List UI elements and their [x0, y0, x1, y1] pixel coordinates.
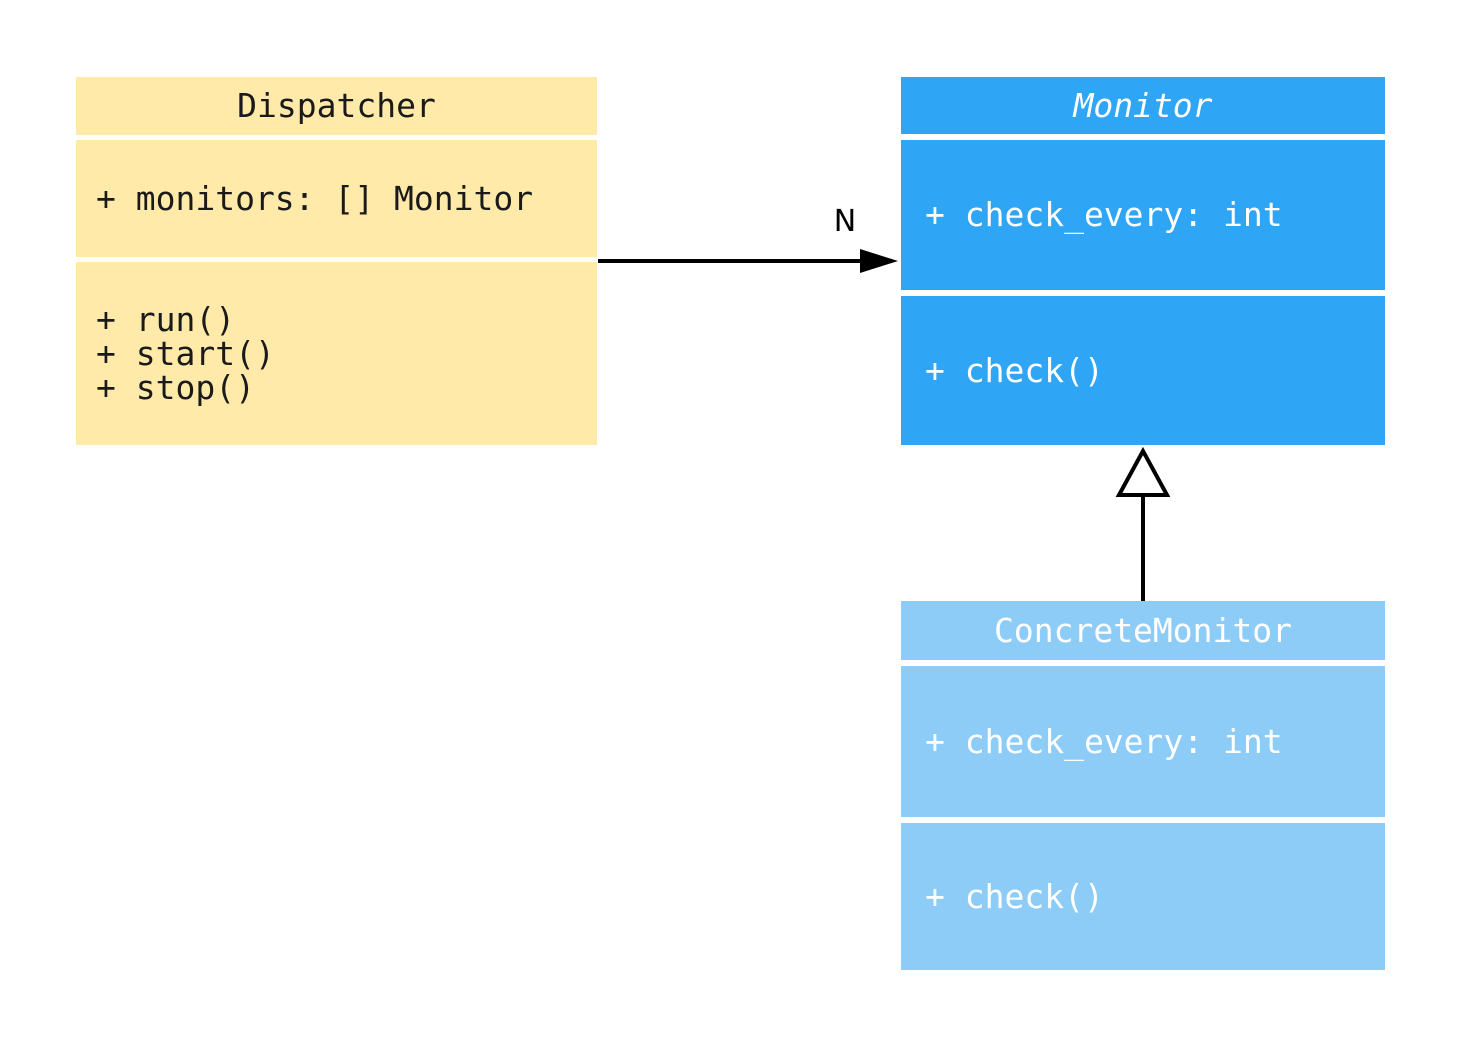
class-monitor-methods: + check() — [901, 296, 1385, 445]
class-concrete-monitor-title: ConcreteMonitor — [901, 601, 1385, 660]
class-dispatcher-title: Dispatcher — [76, 77, 597, 135]
class-monitor: Monitor + check_every: int + check() — [901, 77, 1385, 445]
attribute-line: + check_every: int — [925, 195, 1283, 234]
class-dispatcher-methods: + run() + start() + stop() — [76, 262, 597, 445]
inheritance-triangle-icon — [1115, 446, 1171, 497]
attribute-line: + monitors: [] Monitor — [96, 178, 534, 218]
method-line: + start() — [96, 333, 275, 373]
class-concrete-monitor-methods: + check() — [901, 823, 1385, 970]
method-line: + check() — [925, 876, 1104, 916]
class-dispatcher: Dispatcher + monitors: [] Monitor + run(… — [76, 77, 597, 445]
attribute-line: + check_every: int — [925, 721, 1283, 761]
class-dispatcher-attributes: + monitors: [] Monitor — [76, 140, 597, 257]
class-concrete-monitor-attributes: + check_every: int — [901, 666, 1385, 817]
class-monitor-attributes: + check_every: int — [901, 140, 1385, 290]
method-line: + check() — [925, 350, 1104, 390]
association-multiplicity-label: N — [833, 204, 857, 239]
method-line: + stop() — [96, 367, 255, 407]
class-monitor-title: Monitor — [901, 77, 1385, 134]
inheritance-arrow — [1115, 446, 1171, 601]
association-arrow — [598, 249, 898, 273]
association-arrowhead-icon — [860, 249, 898, 273]
class-concrete-monitor: ConcreteMonitor + check_every: int + che… — [901, 601, 1385, 970]
method-line: + run() — [96, 299, 236, 339]
